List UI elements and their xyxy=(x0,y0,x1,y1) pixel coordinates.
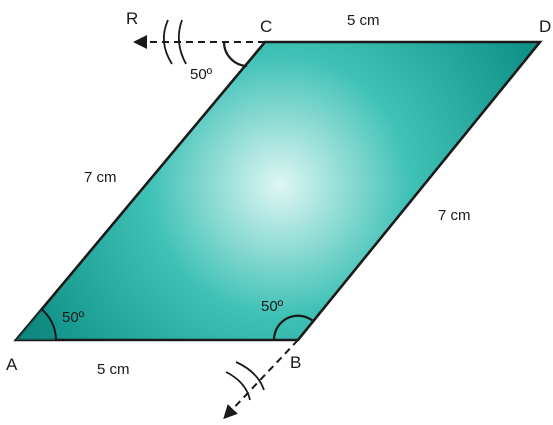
vertex-label-d: D xyxy=(539,17,551,36)
point-label-r: R xyxy=(126,9,138,28)
angle-label-c: 50º xyxy=(190,66,213,83)
side-length-ac: 7 cm xyxy=(84,169,117,186)
compass-arc-cr-1 xyxy=(162,19,173,65)
compass-arc-cr-2 xyxy=(177,19,187,65)
construction-ray-b xyxy=(223,339,299,420)
angle-arc-a-stroke xyxy=(41,308,57,341)
compass-arc-b-2 xyxy=(235,361,265,391)
vertex-label-b: B xyxy=(290,353,301,372)
angle-arc-a xyxy=(16,309,56,340)
compass-arc-b-1 xyxy=(225,371,251,401)
angle-arc-c xyxy=(222,41,248,68)
parallelogram-abdc xyxy=(13,40,543,342)
side-length-ab: 5 cm xyxy=(97,361,130,378)
vertex-label-a: A xyxy=(6,355,18,374)
vertex-label-c: C xyxy=(260,17,272,36)
side-length-cd: 5 cm xyxy=(347,12,380,29)
angle-label-b: 50º xyxy=(261,298,284,315)
side-length-bd: 7 cm xyxy=(438,207,471,224)
angle-label-a: 50º xyxy=(62,309,85,326)
angle-arc-b xyxy=(272,314,314,341)
